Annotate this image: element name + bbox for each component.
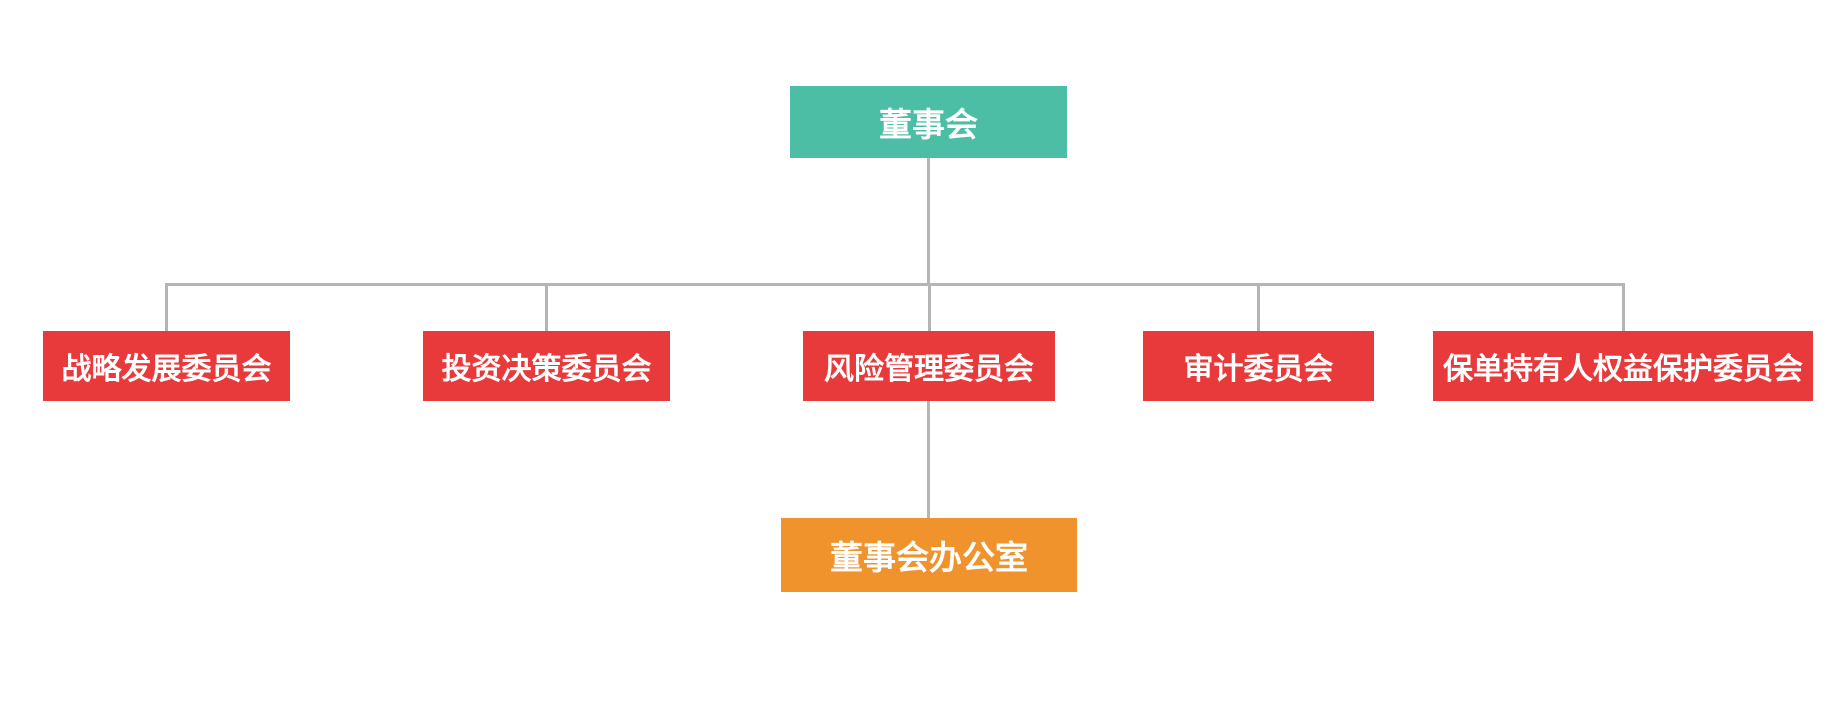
node-risk-management-committee: 风险管理委员会 xyxy=(803,331,1055,401)
node-policyholder-rights-protection-committee: 保单持有人权益保护委员会 xyxy=(1433,331,1813,401)
node-investment-decision-committee: 投资决策委员会 xyxy=(423,331,670,401)
node-audit-committee: 审计委员会 xyxy=(1143,331,1374,401)
connector-board-to-rail xyxy=(927,158,930,286)
connector-stub-committee-1 xyxy=(165,283,168,335)
node-board-office: 董事会办公室 xyxy=(781,518,1077,592)
node-board-of-directors: 董事会 xyxy=(790,86,1067,158)
connector-horizontal-rail xyxy=(165,283,1623,286)
connector-stub-committee-4 xyxy=(1257,283,1260,335)
node-strategic-development-committee: 战略发展委员会 xyxy=(43,331,290,401)
connector-committee-to-office xyxy=(927,400,930,520)
connector-stub-committee-5 xyxy=(1622,283,1625,335)
connector-stub-committee-2 xyxy=(545,283,548,335)
connector-stub-committee-3 xyxy=(928,283,931,335)
